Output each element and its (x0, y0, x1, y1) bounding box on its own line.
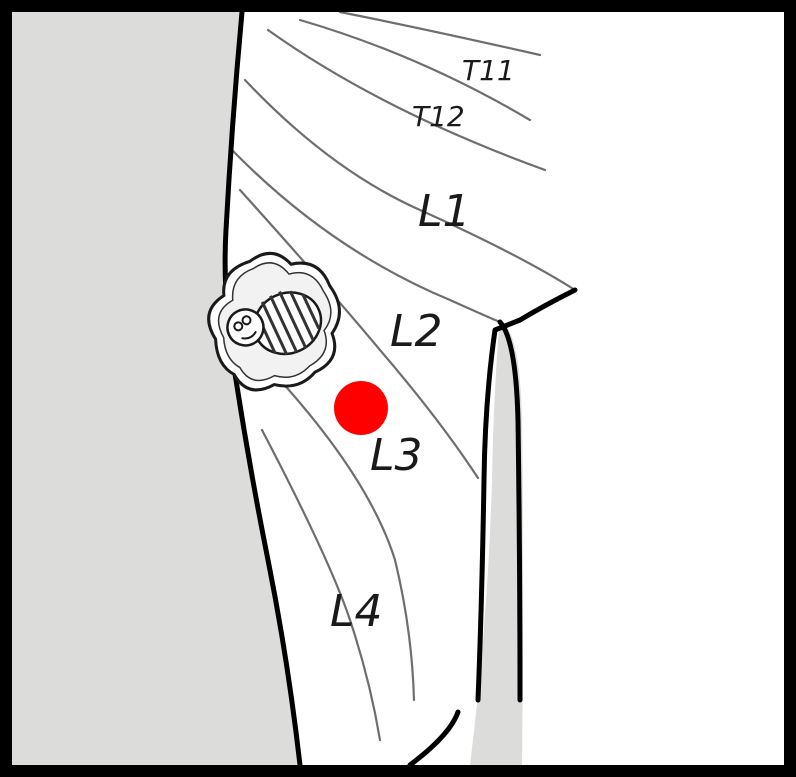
label-l3: L3 (370, 430, 423, 481)
red-dot-marker (334, 381, 388, 435)
label-t12: T12 (412, 100, 465, 133)
label-l4: L4 (330, 586, 383, 637)
label-l1: L1 (418, 186, 471, 237)
label-t11: T11 (462, 54, 515, 87)
label-l2: L2 (390, 306, 443, 357)
